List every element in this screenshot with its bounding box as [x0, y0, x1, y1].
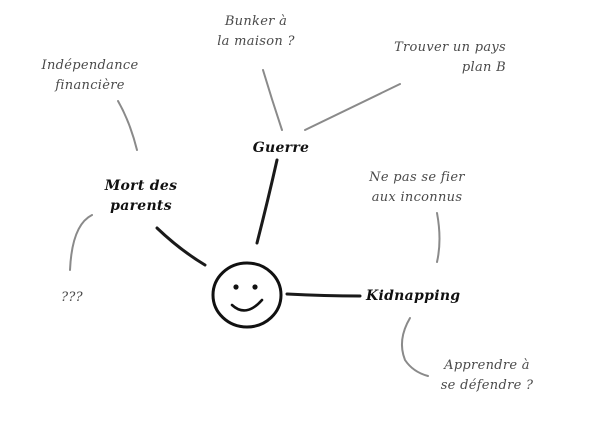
node-bunker-line1: Bunker à: [224, 14, 288, 29]
branch-guerre: [255, 158, 279, 245]
node-trouver-pays: Trouver un pays plan B: [356, 38, 506, 78]
node-trouver-pays-line2: plan B: [461, 60, 506, 75]
branch-independance: [117, 100, 138, 151]
node-ne-pas-line2: aux inconnus: [371, 190, 463, 205]
branch-mort-des-parents: [155, 226, 207, 267]
node-guerre: Guerre: [248, 138, 314, 158]
node-guerre-label: Guerre: [252, 140, 310, 156]
node-bunker-line2: la maison ?: [217, 34, 295, 49]
branch-unknown: [69, 214, 93, 271]
smiley-face-icon: [211, 261, 283, 329]
node-independance-line2: financière: [55, 78, 125, 93]
node-independance: Indépendance financière: [28, 56, 152, 96]
node-kidnapping: Kidnapping: [366, 286, 476, 306]
node-mort-line2: parents: [110, 198, 172, 214]
node-ne-pas-se-fier: Ne pas se fier aux inconnus: [352, 168, 482, 208]
node-independance-line1: Indépendance: [41, 58, 139, 73]
node-apprendre: Apprendre à se défendre ?: [428, 356, 546, 396]
branch-apprendre: [400, 317, 429, 377]
node-apprendre-line1: Apprendre à: [444, 358, 530, 373]
branch-trouver-pays: [304, 83, 401, 131]
node-bunker: Bunker à la maison ?: [196, 12, 316, 52]
branch-kidnapping: [285, 292, 362, 298]
node-kidnapping-label: Kidnapping: [366, 288, 461, 304]
node-unknown: ???: [50, 288, 94, 308]
node-ne-pas-line1: Ne pas se fier: [369, 170, 465, 185]
node-mort-line1: Mort des: [104, 178, 178, 194]
node-apprendre-line2: se défendre ?: [440, 378, 534, 393]
branch-bunker: [262, 69, 283, 131]
branch-ne-pas-se-fier: [436, 212, 441, 263]
node-mort-des-parents: Mort des parents: [96, 176, 186, 216]
node-unknown-label: ???: [61, 290, 83, 305]
node-trouver-pays-line1: Trouver un pays: [394, 40, 506, 55]
